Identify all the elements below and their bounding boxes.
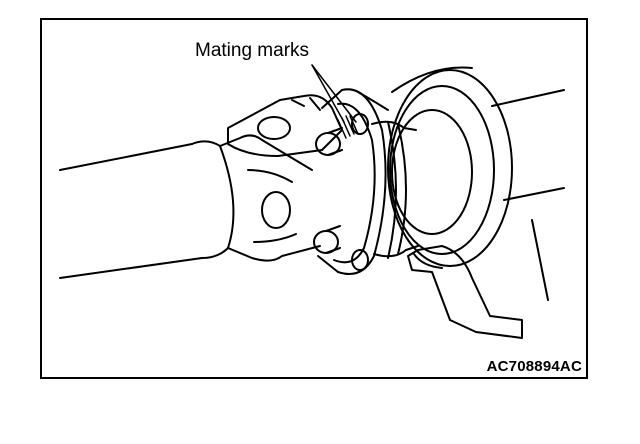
mating-mark-hatch (337, 115, 359, 139)
bolts (313, 113, 369, 271)
shaft-tube (59, 140, 235, 279)
mounting-bracket (407, 219, 549, 339)
figure-code: AC708894AC (486, 358, 582, 375)
propeller-shaft-drawing (59, 64, 565, 339)
companion-flange (317, 88, 387, 275)
output-shaft (491, 89, 565, 201)
illustration-frame: Mating marks AC708894AC (40, 18, 588, 379)
center-bearing-ring (357, 66, 513, 267)
callout-leader (311, 64, 357, 123)
shaft-yoke (219, 134, 321, 262)
mating-marks-label: Mating marks (195, 40, 310, 61)
